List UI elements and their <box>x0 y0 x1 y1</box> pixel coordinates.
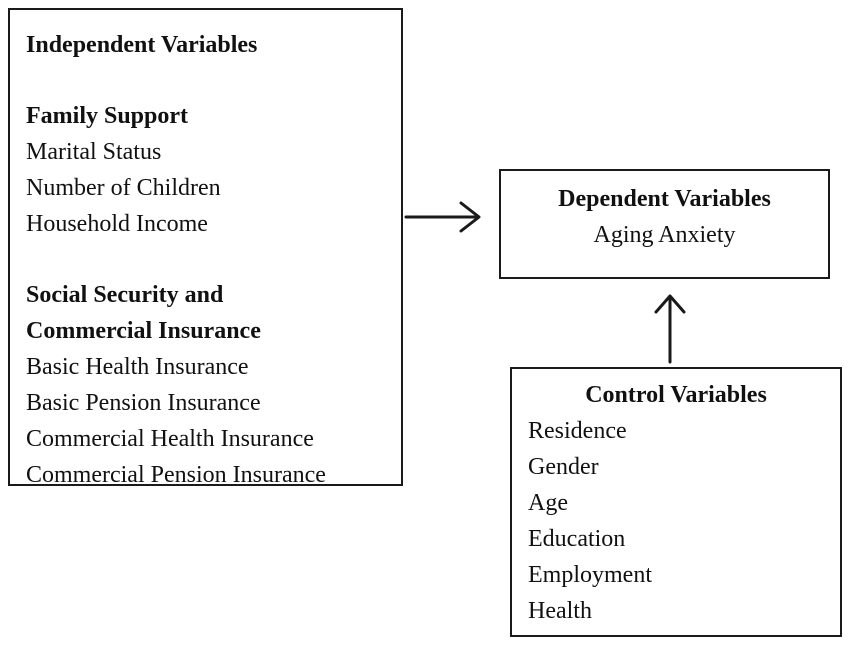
variable-residence: Residence <box>528 418 627 444</box>
social-security-heading-line-1: Social Security and <box>26 282 224 308</box>
independent-variables-title: Independent Variables <box>26 32 258 58</box>
variable-basic-health-insurance: Basic Health Insurance <box>26 354 249 380</box>
social-security-heading-line-2: Commercial Insurance <box>26 318 261 344</box>
control-variables-box: Control Variables Residence Gender Age E… <box>510 367 842 637</box>
arrow-head-up <box>654 294 686 314</box>
control-variables-title: Control Variables <box>585 382 767 408</box>
dependent-variables-box: Dependent Variables Aging Anxiety <box>499 169 830 279</box>
variable-aging-anxiety: Aging Anxiety <box>593 222 736 248</box>
variable-age: Age <box>528 490 568 516</box>
variable-employment: Employment <box>528 562 652 588</box>
variable-gender: Gender <box>528 454 599 480</box>
variable-household-income: Household Income <box>26 211 208 237</box>
spacer <box>26 242 401 277</box>
variable-commercial-health-insurance: Commercial Health Insurance <box>26 426 314 452</box>
variable-health: Health <box>528 598 592 624</box>
spacer <box>26 63 401 98</box>
variable-education: Education <box>528 526 626 552</box>
variable-commercial-pension-insurance: Commercial Pension Insurance <box>26 462 326 488</box>
independent-variables-box: Independent Variables Family Support Mar… <box>8 8 403 488</box>
arrow-control-to-dependent <box>654 294 686 364</box>
variable-number-of-children: Number of Children <box>26 175 221 201</box>
family-support-heading: Family Support <box>26 103 189 129</box>
arrow-head-right <box>459 201 481 233</box>
arrow-independent-to-dependent <box>404 201 481 233</box>
dependent-variables-title: Dependent Variables <box>558 186 771 212</box>
variable-basic-pension-insurance: Basic Pension Insurance <box>26 390 261 416</box>
variable-marital-status: Marital Status <box>26 139 162 165</box>
